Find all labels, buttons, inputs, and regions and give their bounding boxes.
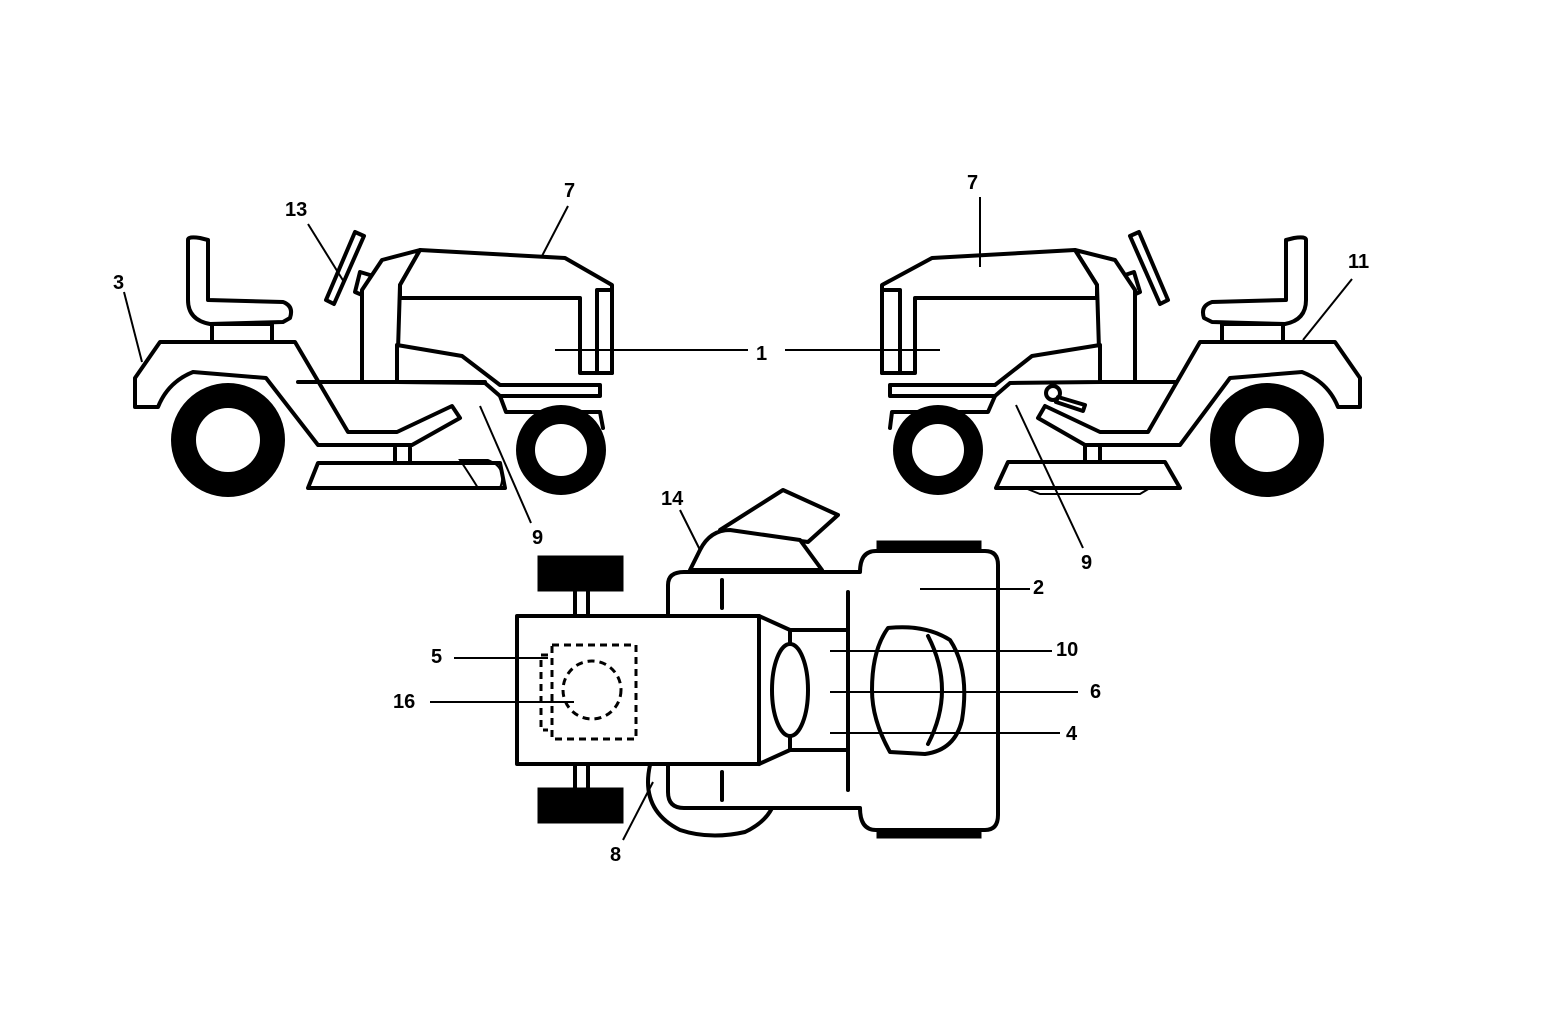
callout-1: 1: [756, 343, 767, 365]
callout-16-top: 16: [393, 691, 415, 713]
callout-9-left: 9: [532, 527, 543, 549]
tractor-right-side-view: [880, 230, 1362, 497]
callout-4-top: 4: [1066, 723, 1078, 745]
callout-7-right: 7: [967, 172, 978, 194]
callout-3-left: 3: [113, 272, 124, 294]
callout-5-top: 5: [431, 646, 442, 668]
callout-14-top: 14: [661, 488, 684, 510]
callout-labels: 1 3 13 7 9 7 11 9 14 2 10 6 4 5 16 8: [113, 172, 1369, 866]
callout-9-right: 9: [1081, 552, 1092, 574]
callout-7-left: 7: [564, 180, 575, 202]
callout-11-right: 11: [1348, 251, 1369, 273]
callout-10-top: 10: [1056, 639, 1078, 661]
tractor-left-side-view: [133, 230, 614, 497]
callout-8-top: 8: [610, 844, 621, 866]
tractor-top-view: [515, 488, 1000, 839]
callout-6-top: 6: [1090, 681, 1101, 703]
callout-2-top: 2: [1033, 577, 1044, 599]
leader-lines: [123, 197, 1353, 841]
callout-13-left: 13: [285, 199, 307, 221]
